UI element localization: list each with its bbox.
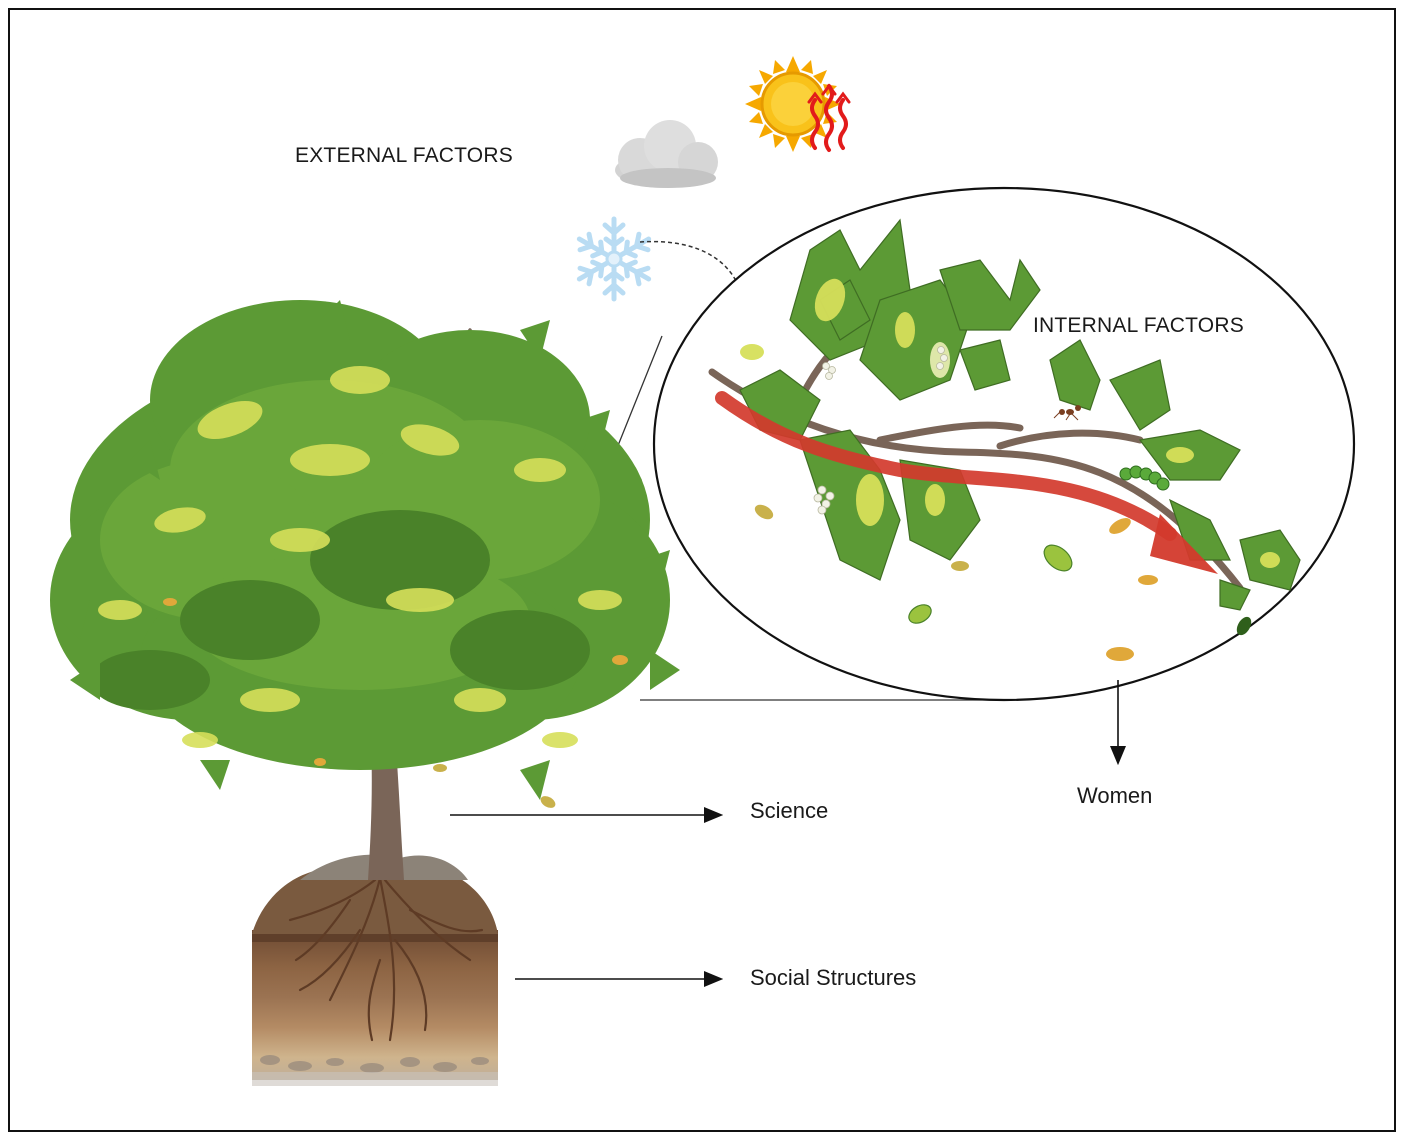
internal-factors-label: INTERNAL FACTORS [1033, 314, 1244, 338]
snowflake-icon [575, 219, 653, 299]
tree-foliage [50, 300, 680, 810]
cloud-icon [615, 120, 718, 188]
heat-waves-icon [809, 86, 849, 150]
social-structures-label: Social Structures [750, 965, 916, 991]
external-factors-label: EXTERNAL FACTORS [295, 144, 513, 168]
science-label: Science [750, 798, 828, 824]
women-label: Women [1077, 783, 1152, 809]
tree [50, 300, 680, 1086]
internal-factors-zoom [654, 188, 1354, 700]
soil-block [252, 855, 498, 1086]
